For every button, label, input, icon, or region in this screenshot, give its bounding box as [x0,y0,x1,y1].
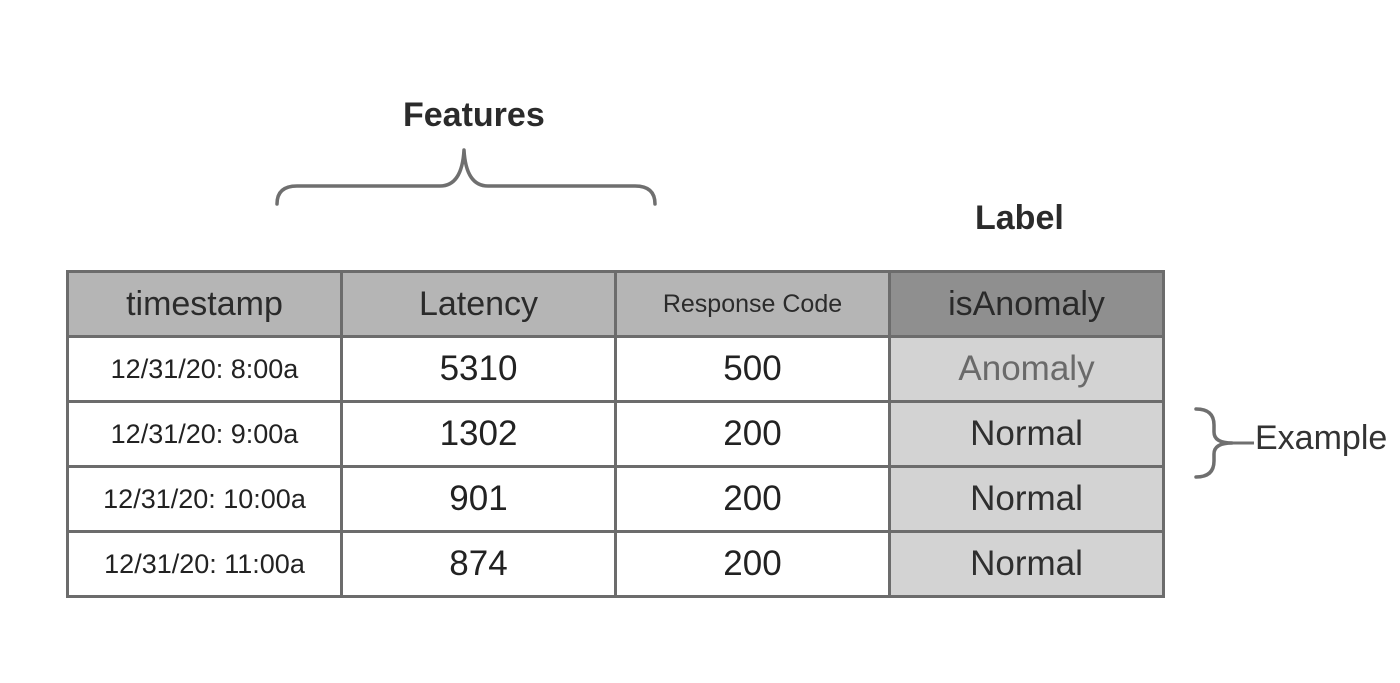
cell-timestamp: 12/31/20: 11:00a [66,530,343,598]
header-latency: Latency [340,270,617,338]
header-timestamp: timestamp [66,270,343,338]
cell-response-code: 200 [614,465,891,533]
features-caption: Features [403,96,545,134]
table-row: 12/31/20: 11:00a 874 200 Normal [66,530,1165,598]
cell-response-code: 200 [614,400,891,468]
header-row: timestamp Latency Response Code isAnomal… [66,270,1165,338]
cell-label: Normal [888,465,1165,533]
cell-latency: 1302 [340,400,617,468]
cell-label: Normal [888,530,1165,598]
cell-latency: 901 [340,465,617,533]
data-table: timestamp Latency Response Code isAnomal… [66,270,1165,598]
cell-timestamp: 12/31/20: 8:00a [66,335,343,403]
cell-response-code: 500 [614,335,891,403]
example-caption: Example [1255,419,1388,457]
cell-latency: 5310 [340,335,617,403]
features-brace [275,148,657,206]
cell-timestamp: 12/31/20: 9:00a [66,400,343,468]
header-response-code: Response Code [614,270,891,338]
cell-label: Anomaly [888,335,1165,403]
header-is-anomaly: isAnomaly [888,270,1165,338]
table-row: 12/31/20: 9:00a 1302 200 Normal [66,400,1165,468]
cell-latency: 874 [340,530,617,598]
cell-response-code: 200 [614,530,891,598]
example-brace [1194,407,1234,479]
cell-timestamp: 12/31/20: 10:00a [66,465,343,533]
table-row: 12/31/20: 8:00a 5310 500 Anomaly [66,335,1165,403]
table-row: 12/31/20: 10:00a 901 200 Normal [66,465,1165,533]
label-caption: Label [975,199,1064,237]
cell-label: Normal [888,400,1165,468]
